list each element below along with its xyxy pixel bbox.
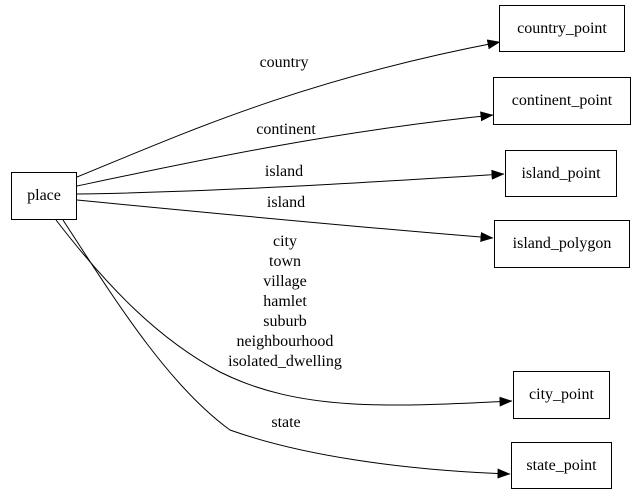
edge-place-to-island_point — [76, 169, 505, 195]
edge-label-line-isolated-dwelling: isolated_dwelling — [228, 353, 342, 370]
edge-label-island-polygon: island — [266, 194, 306, 211]
node-state-point: state_point — [511, 442, 612, 489]
edge-place-to-continent_point — [76, 111, 494, 187]
edge-label-line-town: town — [268, 253, 301, 270]
node-continent-point: continent_point — [493, 77, 631, 125]
node-country-point: country_point — [499, 5, 625, 52]
edge-label-line-village: village — [263, 273, 307, 290]
node-island-point: island_point — [505, 150, 617, 197]
node-island-polygon: island_polygon — [494, 220, 630, 268]
node-city-point: city_point — [513, 371, 610, 419]
edge-label-line-suburb: suburb — [263, 313, 307, 330]
edge-label-state: state — [271, 414, 301, 431]
edge-label-line-neighbourhood: neighbourhood — [236, 333, 334, 350]
edge-label-line-hamlet: hamlet — [263, 293, 307, 310]
edge-label-country: country — [259, 54, 309, 71]
edge-label-continent: continent — [256, 121, 316, 138]
edge-label-city-group: city town village hamlet suburb neighbou… — [228, 232, 342, 372]
edge-place-to-state_point — [62, 219, 511, 479]
node-place: place — [11, 172, 77, 220]
edge-label-island-point: island — [264, 163, 304, 180]
edge-place-to-city_point — [55, 219, 513, 407]
edge-place-to-island_polygon — [76, 199, 494, 242]
edge-place-to-country_point — [76, 39, 501, 178]
edge-paths — [55, 39, 513, 479]
edge-label-line-city: city — [272, 233, 297, 250]
